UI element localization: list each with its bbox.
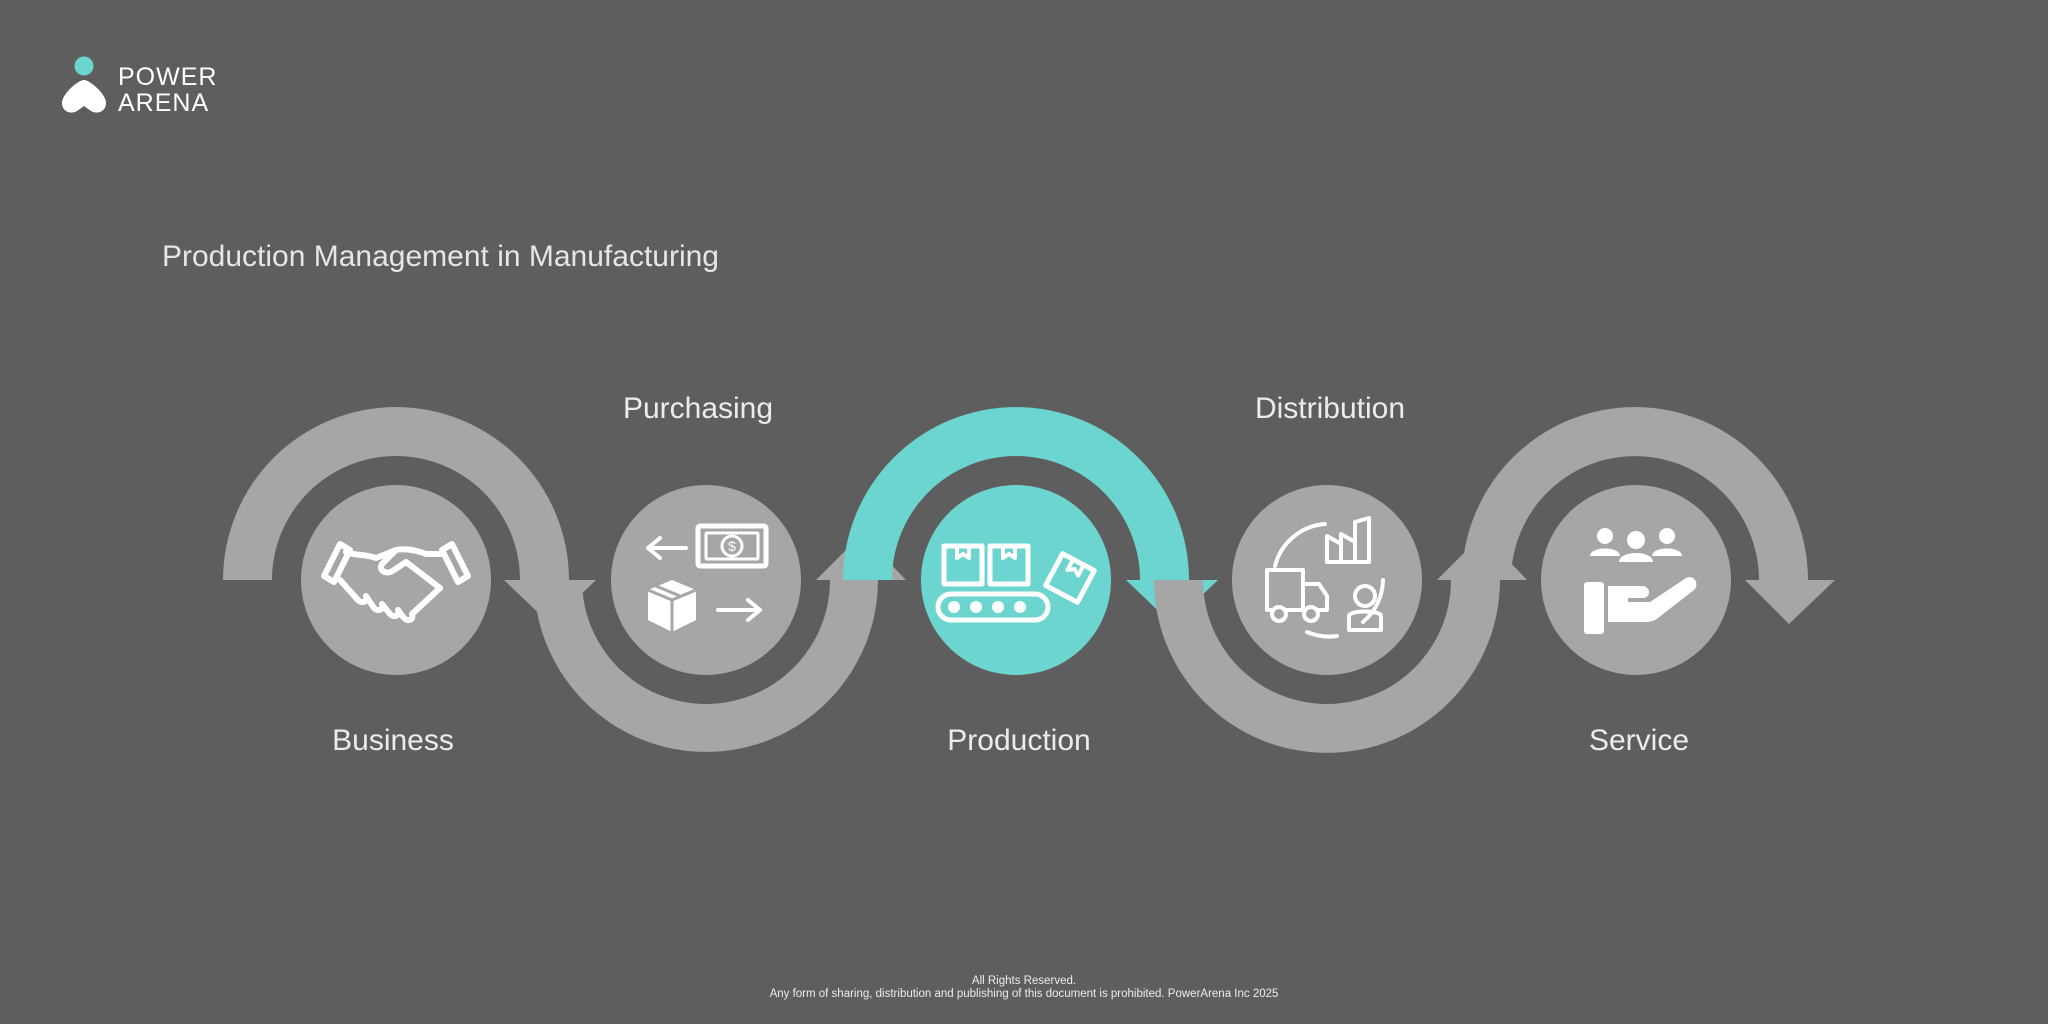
stage-label-business: Business bbox=[332, 724, 454, 757]
money-exchange-icon: $ bbox=[646, 523, 769, 634]
stage-label-distribution: Distribution bbox=[1254, 392, 1406, 425]
footer-rights: All Rights Reserved. bbox=[971, 975, 1077, 987]
power-arena-logo-icon bbox=[62, 56, 106, 113]
stage-circle-distribution bbox=[1232, 485, 1422, 675]
customer-service-hand-icon bbox=[1584, 528, 1697, 634]
arc-distribution bbox=[1154, 580, 1500, 753]
svg-text:$: $ bbox=[728, 538, 736, 554]
footer-notice: All Rights Reserved. Any form of sharing… bbox=[0, 975, 2048, 1001]
stage-circle-business bbox=[301, 485, 491, 675]
conveyor-belt-icon bbox=[935, 543, 1097, 623]
stage-circle-purchasing bbox=[611, 485, 801, 675]
logistics-cycle-icon bbox=[1265, 516, 1385, 639]
arc-business bbox=[223, 407, 569, 580]
brand-line-1: POWER bbox=[118, 63, 218, 91]
stage-label-production: Production bbox=[947, 724, 1091, 757]
arc-purchasing bbox=[534, 580, 878, 752]
footer-disclaimer: Any form of sharing, distribution and pu… bbox=[769, 988, 1279, 1000]
brand-logo: POWER ARENA bbox=[58, 54, 238, 124]
stage-circle-production bbox=[921, 485, 1111, 675]
flow-arcs bbox=[223, 407, 1835, 753]
stage-label-service: Service bbox=[1588, 724, 1690, 757]
handshake-icon bbox=[321, 541, 471, 624]
page-title: Production Management in Manufacturing bbox=[162, 240, 719, 273]
brand-wordmark: POWER ARENA bbox=[118, 64, 217, 116]
arc-production bbox=[843, 407, 1189, 580]
arrow-service bbox=[1745, 580, 1835, 624]
stage-circle-service bbox=[1541, 485, 1731, 675]
brand-line-2: ARENA bbox=[118, 89, 210, 117]
stage-label-purchasing: Purchasing bbox=[622, 392, 774, 425]
arc-service bbox=[1462, 407, 1808, 580]
